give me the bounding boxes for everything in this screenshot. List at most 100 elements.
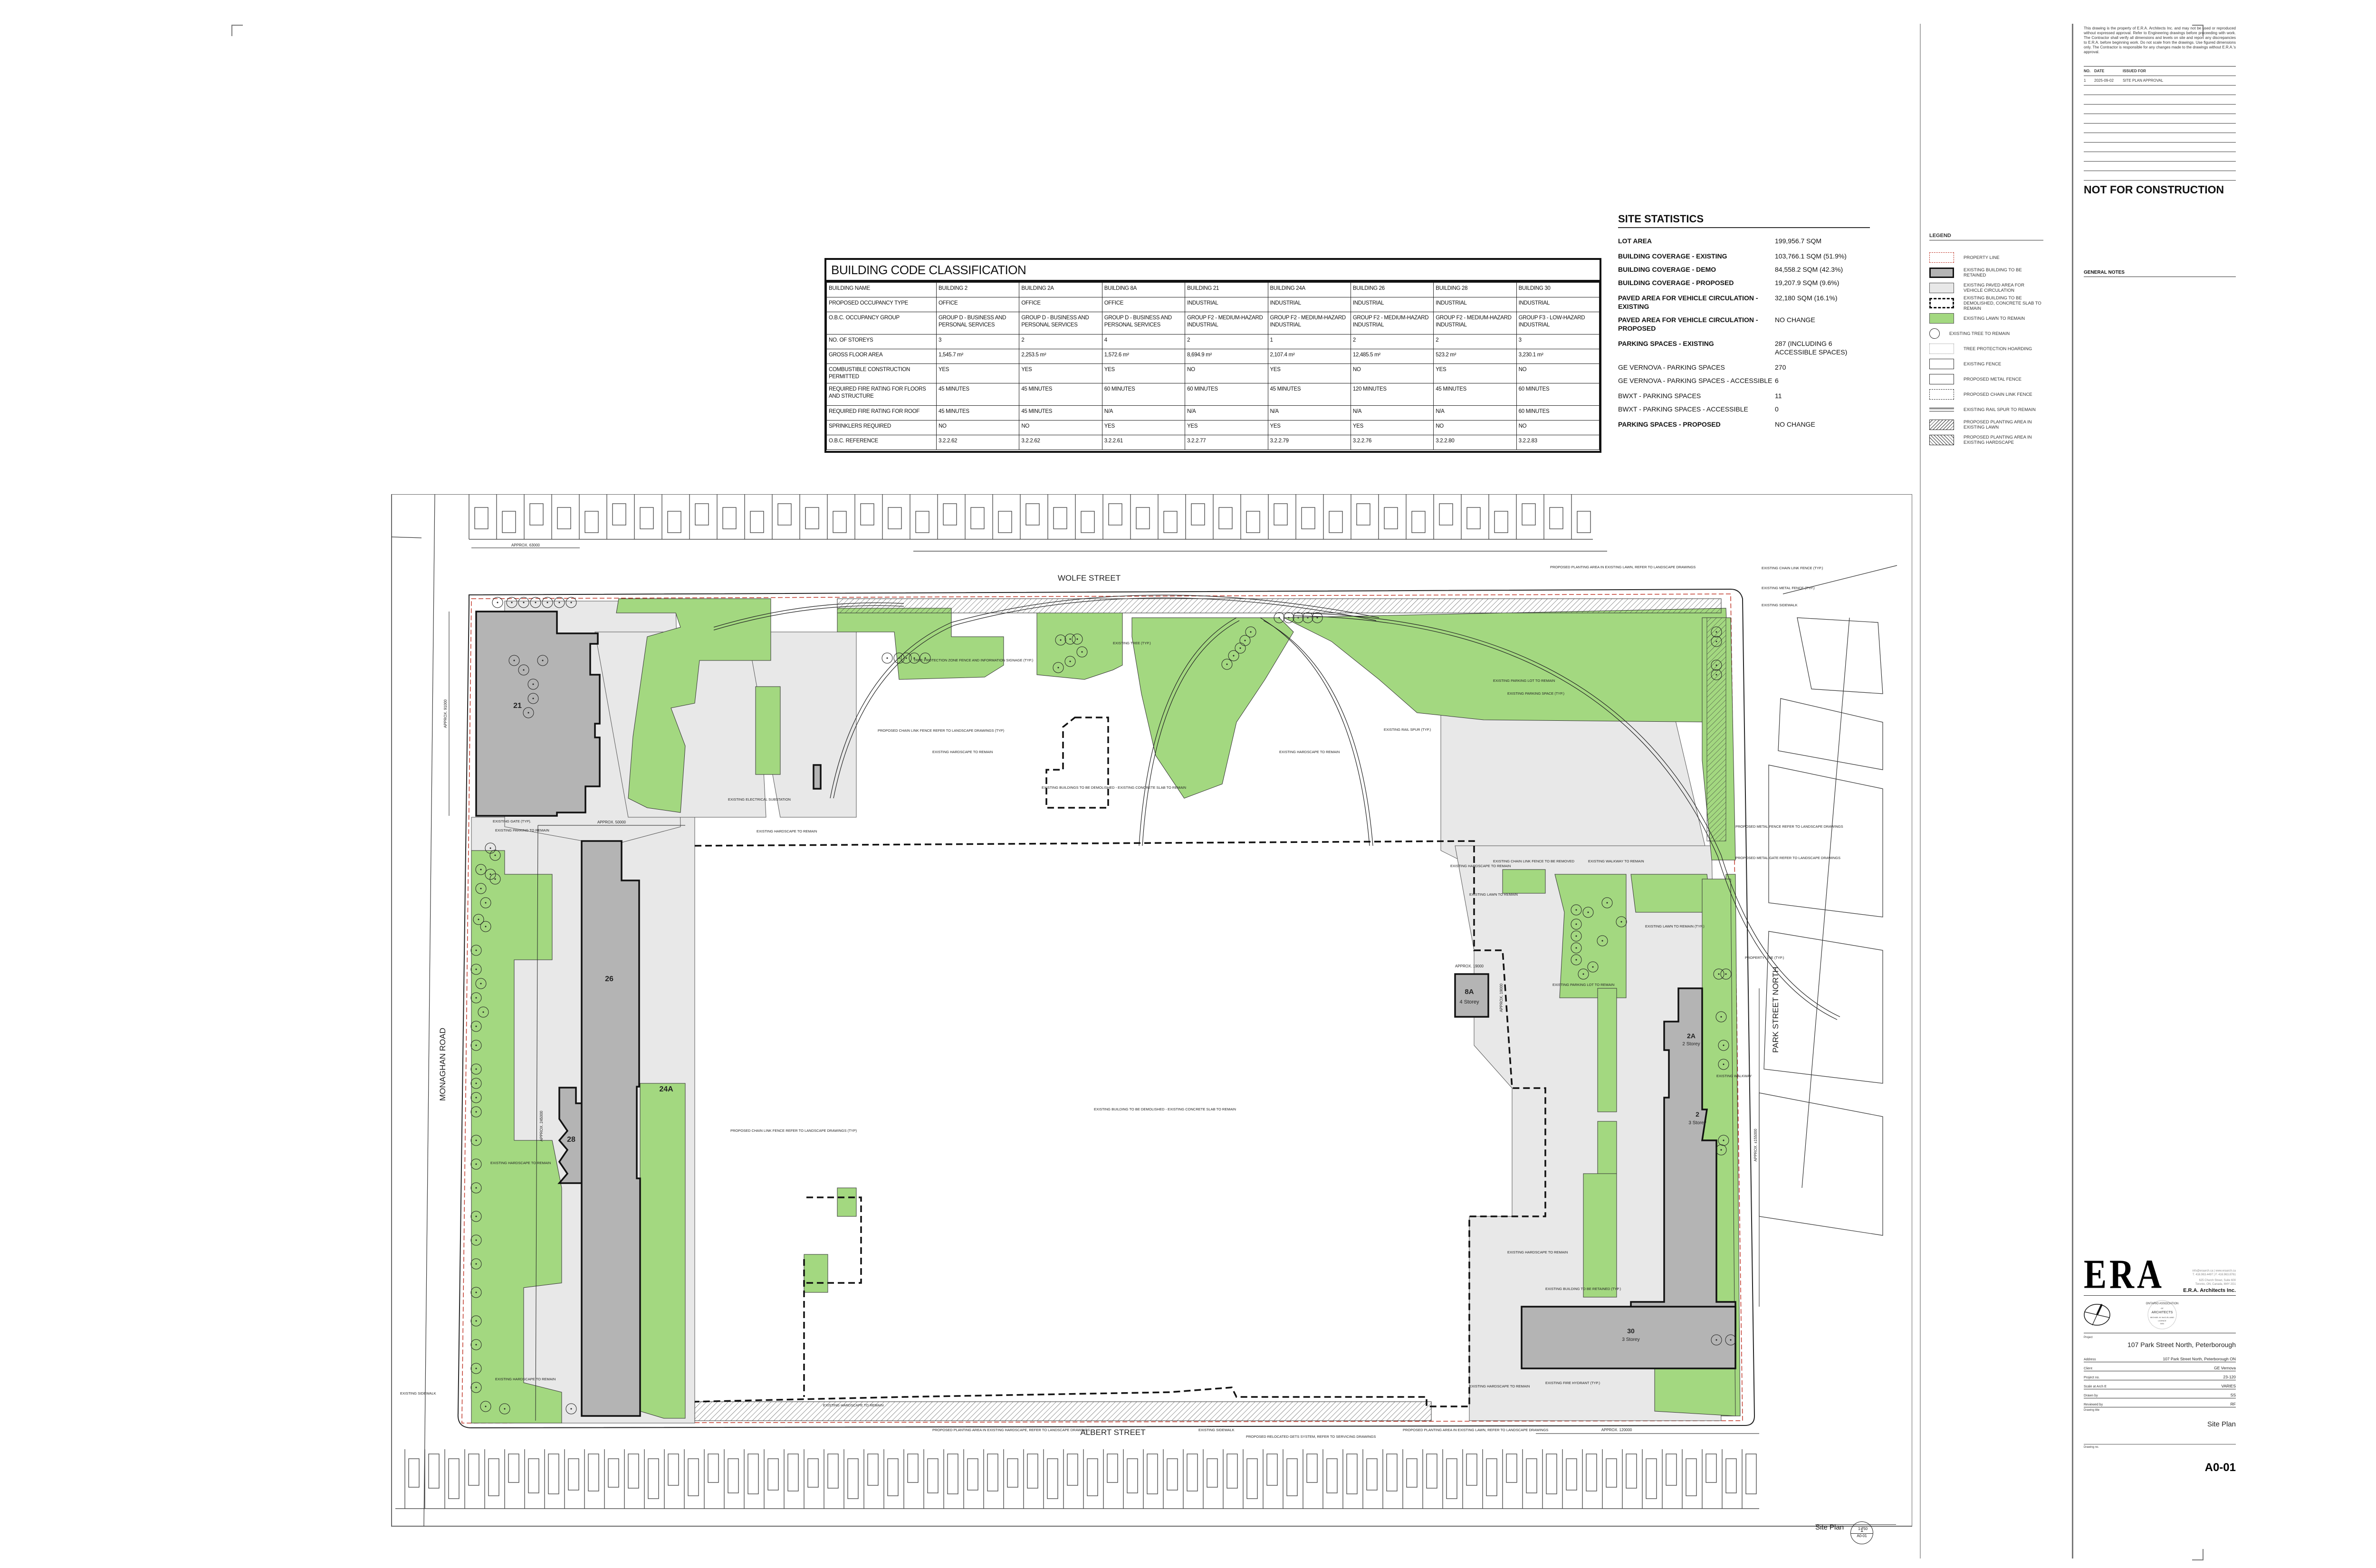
bcc-cell: 2 — [1350, 334, 1434, 349]
stat-label: PARKING SPACES - PROPOSED — [1618, 421, 1721, 428]
bcc-cell: 4 — [1102, 334, 1186, 349]
building-26-24A-28 — [557, 840, 641, 1417]
bcc-cell: YES — [1267, 363, 1351, 383]
svg-text:OF: OF — [2161, 1307, 2164, 1310]
bcc-cell: 3.2.2.61 — [1102, 435, 1186, 450]
bcc-cell: OFFICE — [936, 297, 1020, 312]
legend-swatch-metal-fence-icon — [1929, 374, 1954, 384]
bcc-cell: 45 MINUTES — [1267, 383, 1351, 406]
legend-swatch-paved-icon — [1929, 283, 1954, 293]
issue-for-header: ISSUED FOR — [2123, 69, 2146, 73]
table-title: BUILDING CODE CLASSIFICATION — [826, 260, 1600, 282]
bcc-cell: 45 MINUTES — [1433, 383, 1517, 406]
note-sidewalk-south: EXISTING SIDEWALK — [1198, 1428, 1235, 1432]
bcc-cell: 2 — [1433, 334, 1517, 349]
bcc-row-label: NO. OF STOREYS — [826, 334, 937, 349]
bcc-cell: 45 MINUTES — [936, 405, 1020, 421]
bcc-cell: GROUP F2 - MEDIUM-HAZARD INDUSTRIAL — [1350, 312, 1434, 335]
bcc-cell: 60 MINUTES — [1516, 383, 1600, 406]
legend-label: EXISTING RAIL SPUR TO REMAIN — [1964, 407, 2036, 412]
bcc-cell: 2 — [1185, 334, 1268, 349]
note-lawn-2: EXISTING LAWN TO REMAIN (TYP.) — [1645, 924, 1705, 928]
bcc-cell: OFFICE — [1019, 297, 1102, 312]
issue-row-empty — [2084, 124, 2236, 133]
bcc-cell: GROUP F2 - MEDIUM-HAZARD INDUSTRIAL — [1267, 312, 1351, 335]
site-statistics-title: SITE STATISTICS — [1618, 213, 1870, 228]
legend-title: LEGEND — [1929, 233, 2043, 240]
building-storeys-2A: 2 Storey — [1682, 1042, 1700, 1047]
bcc-cell: INDUSTRIAL — [1267, 297, 1351, 312]
bcc-column-header: BUILDING 2A — [1019, 282, 1102, 297]
legend-item: PROPERTY LINE — [1929, 250, 2043, 265]
stat-row: PAVED AREA FOR VEHICLE CIRCULATION - EXI… — [1618, 294, 1870, 311]
note-hardscape-f: EXISTING HARDSCAPE TO REMAIN — [1469, 1384, 1530, 1388]
stat-row: GE VERNOVA - PARKING SPACES - ACCESSIBLE… — [1618, 376, 1870, 385]
note-sidewalk-west: EXISTING SIDEWALK — [400, 1391, 436, 1396]
legend-swatch-demolished-icon — [1929, 298, 1954, 308]
note-lawn-1: EXISTING LAWN TO REMAIN — [1469, 892, 1518, 897]
oaa-seal-icon: ONTARIO ASSOCIATION OF ARCHITECTS MICHAE… — [2146, 1300, 2178, 1329]
bcc-cell: 60 MINUTES — [1516, 405, 1600, 421]
bcc-cell: N/A — [1185, 405, 1268, 421]
bcc-cell: GROUP F2 - MEDIUM-HAZARD INDUSTRIAL — [1185, 312, 1268, 335]
drawing-number: A0-01 — [2204, 1461, 2236, 1474]
note-rail-spur: EXISTING RAIL SPUR (TYP.) — [1384, 727, 1431, 732]
bcc-cell: 523.2 m² — [1433, 349, 1517, 364]
stat-value: NO CHANGE — [1775, 316, 1815, 324]
bcc-cell: 2 — [1019, 334, 1102, 349]
title-field-value: 23-120 — [2223, 1375, 2236, 1379]
bcc-cell: NO — [1516, 420, 1600, 435]
bcc-cell: YES — [936, 363, 1020, 383]
bcc-cell: 120 MINUTES — [1350, 383, 1434, 406]
svg-text:5404: 5404 — [2160, 1323, 2164, 1325]
bcc-cell: 2,107.4 m² — [1267, 349, 1351, 364]
bcc-row-label: GROSS FLOOR AREA — [826, 349, 937, 364]
seal-area: ONTARIO ASSOCIATION OF ARCHITECTS MICHAE… — [2084, 1296, 2236, 1333]
legend-swatch-hoarding-icon — [1929, 344, 1954, 354]
firm-address-2: Toronto, ON, Canada, M4Y 2G1 — [2195, 1283, 2236, 1286]
building-30 — [1521, 1306, 1736, 1369]
dimension-91000: APPROX. 91000 — [443, 699, 448, 728]
bcc-row-label: SPRINKLERS REQUIRED — [826, 420, 937, 435]
view-number-bubble: 1 A0-01 — [1850, 1521, 1874, 1544]
view-title-name: Site Plan — [1815, 1523, 1844, 1531]
view-number: 1 — [1860, 1528, 1864, 1533]
not-for-construction-stamp: NOT FOR CONSTRUCTION — [2084, 183, 2224, 196]
bcc-cell: 1,572.6 m² — [1102, 349, 1186, 364]
dimension-120000: APPROX. 120000 — [1601, 1428, 1632, 1432]
bcc-cell: 3 — [1516, 334, 1600, 349]
legend-label: TREE PROTECTION HOARDING — [1964, 346, 2032, 352]
rail-spur — [713, 594, 1840, 1020]
bcc-column-header: BUILDING 2 — [936, 282, 1020, 297]
bcc-cell: N/A — [1267, 405, 1351, 421]
general-notes-heading: GENERAL NOTES — [2084, 270, 2236, 277]
north-arrow-icon — [2084, 1304, 2110, 1326]
note-walkway-1: EXISTING WALKWAY TO REMAIN — [1588, 859, 1644, 863]
building-label-8A: 8A — [1465, 988, 1474, 996]
legend-label: PROPOSED PLANTING AREA IN EXISTING HARDS… — [1964, 435, 2032, 445]
firm-name: E.R.A. Architects Inc. — [2183, 1288, 2236, 1293]
note-planting-lawn-north: PROPOSED PLANTING AREA IN EXISTING LAWN,… — [1550, 565, 1696, 569]
legend-swatch-building-retained-icon — [1929, 268, 1954, 278]
legend-label: EXISTING LAWN TO REMAIN — [1964, 316, 2025, 321]
note-walkway-2: EXISTING WALKWAY — [1716, 1074, 1752, 1078]
bcc-cell: NO — [1433, 420, 1517, 435]
firm-address-1: 625 Church Street, Suite 600 — [2199, 1279, 2236, 1282]
bcc-column-header: BUILDING 21 — [1185, 282, 1268, 297]
building-label-26: 26 — [605, 975, 613, 983]
legend-item: EXISTING BUILDING TO BE RETAINED — [1929, 265, 2043, 280]
bcc-cell: 3.2.2.62 — [1019, 435, 1102, 450]
legend-swatch-tree-icon — [1929, 328, 1940, 339]
note-chain-link-existing: EXISTING CHAIN LINK FENCE (TYP.) — [1762, 566, 1823, 570]
project-label: Project — [2084, 1336, 2093, 1339]
